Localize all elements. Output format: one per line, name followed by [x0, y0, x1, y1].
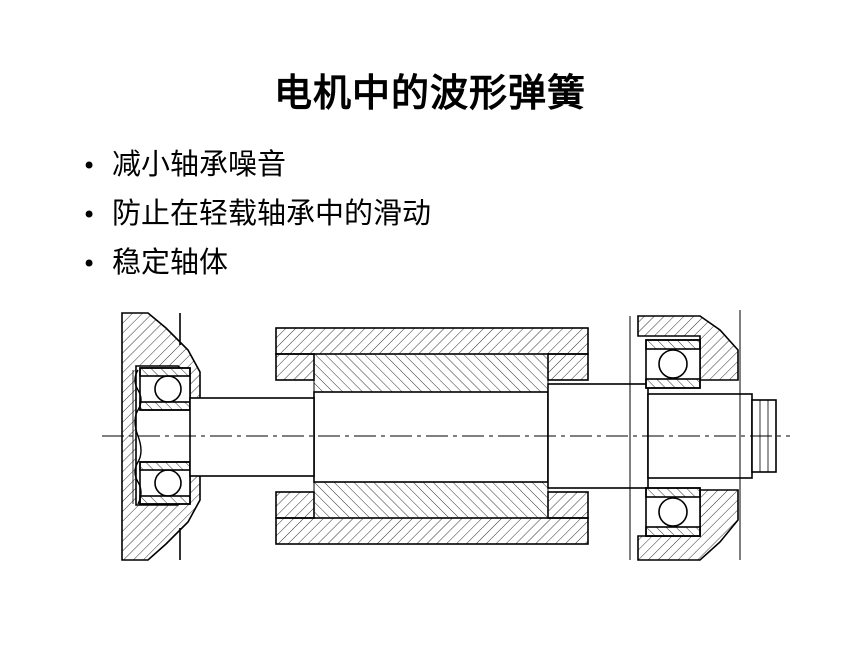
slide-title: 电机中的波形弹簧 — [273, 70, 586, 115]
stator-housing-bottom — [275, 481, 589, 545]
bullet-text: 防止在轻载轴承中的滑动 — [112, 196, 432, 230]
right-bearing — [645, 339, 701, 537]
bullet-item: • 防止在轻载轴承中的滑动 — [82, 189, 431, 238]
ball-icon — [154, 469, 182, 497]
ball-icon — [154, 375, 182, 403]
rotor — [313, 391, 549, 483]
bullet-marker: • — [82, 250, 97, 278]
stator-housing-top — [275, 327, 589, 393]
bullet-text: 减小轴承噪音 — [112, 147, 287, 181]
left-end-housing — [121, 312, 201, 561]
bullet-item: • 稳定轴体 — [82, 238, 431, 287]
shaft — [189, 383, 777, 489]
bullet-marker: • — [82, 152, 97, 180]
bullet-marker: • — [82, 201, 97, 229]
left-bearing — [139, 367, 191, 505]
bullet-text: 稳定轴体 — [112, 245, 229, 279]
ball-icon — [658, 497, 688, 527]
ball-icon — [658, 349, 688, 379]
bullet-list: • 减小轴承噪音 • 防止在轻载轴承中的滑动 • 稳定轴体 — [82, 140, 431, 287]
bullet-item: • 减小轴承噪音 — [82, 140, 431, 189]
